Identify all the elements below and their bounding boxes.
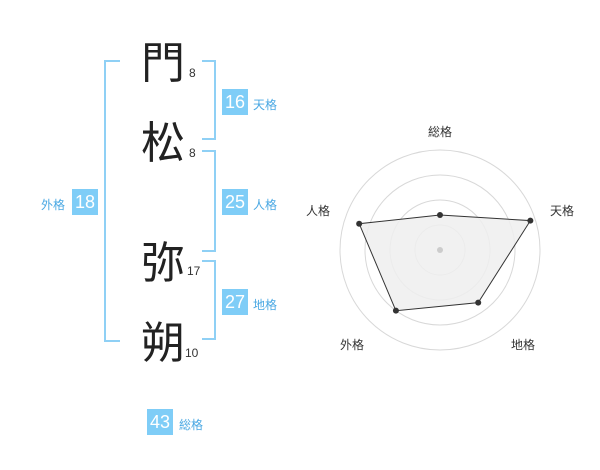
chikaku-label: 地格 bbox=[253, 298, 278, 312]
name-char-1: 門 bbox=[141, 38, 185, 89]
radar-point bbox=[527, 217, 534, 224]
radar-axis-label-tenkaku: 天格 bbox=[550, 204, 575, 218]
stroke-count-1: 8 bbox=[189, 66, 196, 80]
radar-axis-label-soukaku: 総格 bbox=[428, 125, 453, 139]
gaikaku-label: 外格 bbox=[41, 198, 66, 212]
radar-axis-label-chikaku: 地格 bbox=[511, 338, 536, 352]
radar-point bbox=[475, 299, 482, 306]
radar-axis-label-gaikaku: 外格 bbox=[340, 338, 365, 352]
radar-center bbox=[437, 247, 443, 253]
tenkaku-label: 天格 bbox=[253, 98, 278, 112]
radar-ring bbox=[339, 149, 541, 351]
name-char-2: 松 bbox=[141, 118, 185, 169]
jinkaku-bracket bbox=[202, 150, 216, 252]
radar-point bbox=[392, 307, 399, 314]
gaikaku-value: 18 bbox=[72, 189, 98, 215]
radar-ring bbox=[364, 174, 516, 326]
name-char-4: 朔 bbox=[141, 318, 185, 369]
gaikaku-bracket bbox=[104, 60, 120, 342]
tenkaku-bracket bbox=[202, 60, 216, 140]
name-char-3: 弥 bbox=[141, 238, 185, 289]
tenkaku-value: 16 bbox=[222, 89, 248, 115]
radar-point bbox=[437, 212, 443, 218]
chikaku-value: 27 bbox=[222, 289, 248, 315]
soukaku-label: 総格 bbox=[179, 418, 204, 432]
jinkaku-label: 人格 bbox=[253, 198, 278, 212]
jinkaku-value: 25 bbox=[222, 189, 248, 215]
stroke-count-3: 17 bbox=[187, 264, 201, 278]
stroke-count-4: 10 bbox=[185, 346, 199, 360]
radar-axis-label-jinkaku: 人格 bbox=[306, 204, 331, 218]
soukaku-value: 43 bbox=[147, 409, 173, 435]
stroke-count-2: 8 bbox=[189, 146, 196, 160]
radar-polygon bbox=[358, 214, 532, 312]
radar-point bbox=[356, 220, 363, 227]
chikaku-bracket bbox=[202, 260, 216, 340]
